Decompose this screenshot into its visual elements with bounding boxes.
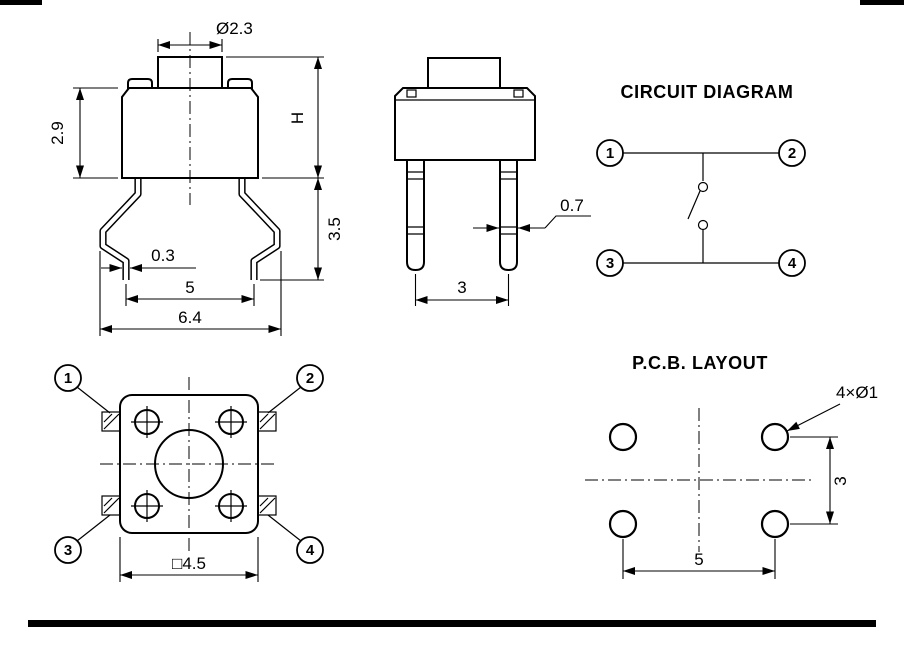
pcb-hole-3	[608, 509, 638, 539]
circuit-pin-4: 4	[778, 249, 806, 277]
terminal-cross-marks	[131, 406, 247, 522]
circuit-pin-2-label: 2	[788, 145, 796, 162]
dim-overall-width: 6.4	[99, 251, 282, 336]
circuit-pin-2: 2	[778, 139, 806, 167]
top-view-pin-1: 1	[54, 364, 111, 414]
pcb-hole-1	[608, 422, 638, 452]
right-lead-crimps	[500, 171, 517, 235]
right-shoulder	[227, 78, 253, 89]
circuit-pin-3: 3	[596, 249, 624, 277]
top-view-pin-2: 2	[267, 364, 324, 414]
dim-cap-diameter: Ø2.3	[157, 19, 253, 52]
switch-blade	[687, 190, 701, 220]
dim-pcb-vertical-pitch: 3	[790, 436, 850, 525]
dim-body-square: □4.5	[119, 537, 259, 582]
dim-label-pin-pitch-side: 3	[457, 278, 466, 297]
pcb-layout: P.C.B. LAYOUT 4×Ø1 3 5	[585, 353, 878, 579]
side-view: 0.7 3	[394, 57, 591, 306]
pcb-hole-callout: 4×Ø1	[786, 383, 878, 432]
frame-mark-top-left	[0, 0, 42, 5]
dim-label-pcb-horizontal-pitch: 5	[694, 550, 703, 569]
left-guide-notch	[406, 89, 417, 98]
switch-body-side	[394, 87, 536, 161]
side-left-lead	[406, 159, 425, 272]
pcb-hole-callout-label: 4×Ø1	[836, 383, 878, 402]
top-view-pin-3-label: 3	[64, 542, 72, 559]
dim-label-body-height: 2.9	[48, 121, 67, 145]
footer-rule	[28, 620, 876, 627]
top-view-pin-3: 3	[54, 514, 111, 564]
circuit-diagram: CIRCUIT DIAGRAM 1 2 3 4	[596, 82, 806, 277]
dim-label-pin-pitch-front: 5	[185, 278, 194, 297]
side-right-lead	[499, 159, 518, 272]
circuit-pin-4-label: 4	[788, 255, 797, 272]
switch-contact-upper	[697, 181, 709, 193]
right-guide-notch	[513, 89, 524, 98]
switch-contact-lower	[697, 219, 709, 231]
pcb-layout-title: P.C.B. LAYOUT	[632, 353, 768, 373]
dim-label-cap-diameter: Ø2.3	[216, 19, 253, 38]
top-view-pin-1-label: 1	[64, 370, 72, 387]
dim-lead-width: 0.7	[473, 196, 591, 232]
dim-lead-thickness: 0.3	[101, 246, 196, 272]
circuit-diagram-title: CIRCUIT DIAGRAM	[621, 82, 794, 102]
left-shoulder	[127, 78, 153, 89]
frame-mark-top-right	[860, 0, 904, 5]
dim-total-height: H 3.5	[226, 56, 344, 281]
circuit-pin-1: 1	[596, 139, 624, 167]
dim-label-total-height: H	[288, 112, 307, 124]
top-view-pin-2-label: 2	[306, 370, 314, 387]
dim-pin-pitch-front: 5	[125, 278, 255, 306]
circuit-pin-3-label: 3	[606, 255, 614, 272]
left-lead-crimps	[407, 171, 424, 235]
dim-label-pcb-vertical-pitch: 3	[831, 476, 850, 485]
dim-label-lead-width: 0.7	[560, 196, 584, 215]
circuit-pin-1-label: 1	[606, 145, 614, 162]
dim-label-lead-length: 3.5	[325, 217, 344, 241]
dim-pcb-horizontal-pitch: 5	[622, 539, 776, 579]
front-view-leads	[99, 178, 281, 280]
top-view: 1 2 3 4 □4.5	[54, 364, 324, 582]
pcb-hole-2	[760, 422, 790, 452]
top-view-pin-4: 4	[267, 514, 324, 564]
plunger-cap-side	[427, 57, 501, 89]
dim-label-lead-thickness: 0.3	[151, 246, 175, 265]
pcb-hole-4	[760, 509, 790, 539]
dim-pin-pitch-side: 3	[414, 274, 510, 306]
dim-label-overall-width: 6.4	[178, 308, 202, 327]
dim-label-body-square: □4.5	[172, 554, 206, 573]
front-view: Ø2.3 2.9 H 3.5 0.3 5	[48, 19, 344, 336]
dim-body-height: 2.9	[48, 87, 118, 179]
top-view-pin-4-label: 4	[306, 542, 315, 559]
